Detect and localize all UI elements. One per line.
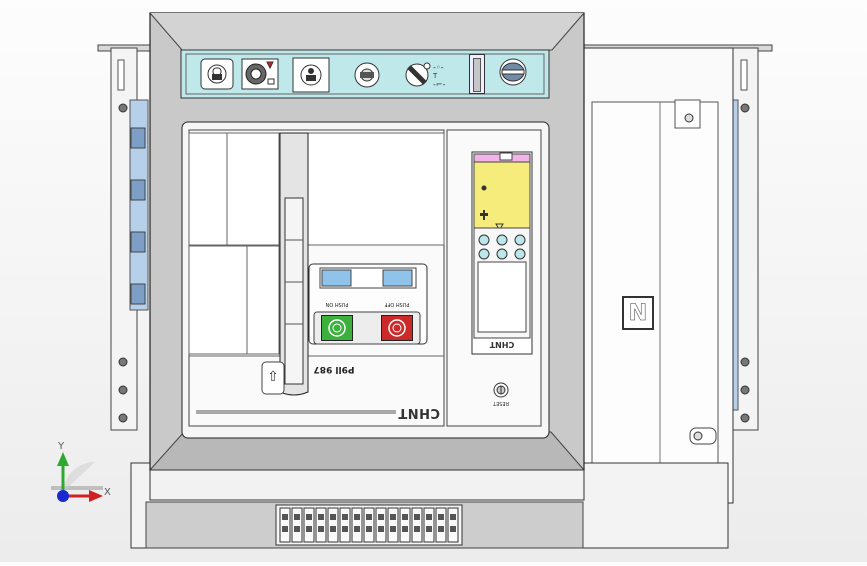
- charging-handle: [261, 132, 309, 396]
- terminal-screw: [342, 526, 348, 532]
- trip-unit-brand: CHNT: [489, 340, 515, 349]
- push-off-label: PUSH OFF: [384, 301, 410, 307]
- axis-y-label: Y: [58, 441, 65, 452]
- terminal-screw: [330, 526, 336, 532]
- rotary-knob-icon[interactable]: -◦-T-⌐-: [403, 58, 455, 92]
- charge-arrow-icon: ⇧: [267, 369, 279, 385]
- terminal-slot: [339, 507, 351, 543]
- terminal-screw: [426, 526, 432, 532]
- terminal-screw: [366, 526, 372, 532]
- terminal-slot: [327, 507, 339, 543]
- terminal-screw: [306, 526, 312, 532]
- trip-unit-led[interactable]: [514, 234, 526, 246]
- trip-unit-led[interactable]: [496, 248, 508, 260]
- terminal-slot: [315, 507, 327, 543]
- trip-unit-frame: [446, 129, 542, 427]
- push-on-button[interactable]: [321, 315, 353, 341]
- terminal-screw: [378, 514, 384, 520]
- terminal-screw: [294, 514, 300, 520]
- trip-unit-led[interactable]: [478, 234, 490, 246]
- key-lock-icon[interactable]: [240, 57, 280, 91]
- terminal-screw: [318, 526, 324, 532]
- terminal-screw: [390, 514, 396, 520]
- padlock-icon[interactable]: [199, 57, 235, 91]
- terminal-slot: [279, 507, 291, 543]
- terminal-slot: [447, 507, 459, 543]
- terminal-screw: [450, 526, 456, 532]
- push-on-label: PUSH ON: [325, 301, 349, 307]
- terminal-screw: [318, 514, 324, 520]
- terminal-screw: [402, 526, 408, 532]
- terminal-slot: [363, 507, 375, 543]
- terminal-screw: [354, 514, 360, 520]
- trip-unit-led[interactable]: [514, 248, 526, 260]
- terminal-slot: [399, 507, 411, 543]
- terminal-screw: [402, 514, 408, 520]
- terminal-screw: [282, 514, 288, 520]
- push-off-button[interactable]: [381, 315, 413, 341]
- brand-logo: CHNT: [397, 405, 440, 420]
- axis-triad: [51, 452, 103, 502]
- terminal-screw: [438, 526, 444, 532]
- terminal-slot: [411, 507, 423, 543]
- reset-button[interactable]: [493, 382, 509, 398]
- terminal-screw: [378, 526, 384, 532]
- terminal-slot: [435, 507, 447, 543]
- terminal-slot: [303, 507, 315, 543]
- trip-unit-led[interactable]: [496, 234, 508, 246]
- model-text: P9ll 987: [313, 364, 355, 374]
- terminal-screw: [366, 514, 372, 520]
- trip-unit-led-grid: [478, 234, 526, 260]
- terminal-screw: [426, 514, 432, 520]
- terminal-screw: [414, 514, 420, 520]
- trip-unit-led[interactable]: [478, 248, 490, 260]
- svg-text:-⌐-: -⌐-: [433, 80, 446, 89]
- terminal-slot: [387, 507, 399, 543]
- terminal-screw: [414, 526, 420, 532]
- secondary-terminal-block: [279, 507, 459, 543]
- neutral-label: N: [628, 300, 648, 326]
- terminal-screw: [354, 526, 360, 532]
- terminal-screw: [282, 526, 288, 532]
- terminal-screw: [330, 514, 336, 520]
- terminal-screw: [294, 526, 300, 532]
- terminal-slot: [423, 507, 435, 543]
- emergency-stop-slot: [469, 54, 485, 94]
- position-indicator-icon: [291, 56, 331, 94]
- neutral-pole-icon: N: [622, 296, 654, 330]
- terminal-screw: [390, 526, 396, 532]
- operation-knob-icon[interactable]: [497, 56, 529, 88]
- left-mounting-bracket: [110, 47, 149, 431]
- selector-switch-icon[interactable]: [352, 60, 382, 90]
- terminal-screw: [342, 514, 348, 520]
- axis-x-label: X: [104, 487, 111, 498]
- terminal-slot: [375, 507, 387, 543]
- terminal-screw: [450, 514, 456, 520]
- terminal-slot: [351, 507, 363, 543]
- svg-text:T: T: [432, 72, 438, 80]
- right-cradle-housing: [582, 47, 734, 504]
- reset-label: RESET: [492, 400, 510, 406]
- trip-unit-lock-icon: [478, 206, 490, 220]
- terminal-screw: [438, 514, 444, 520]
- terminal-slot: [291, 507, 303, 543]
- svg-text:-◦-: -◦-: [433, 63, 444, 72]
- terminal-screw: [306, 514, 312, 520]
